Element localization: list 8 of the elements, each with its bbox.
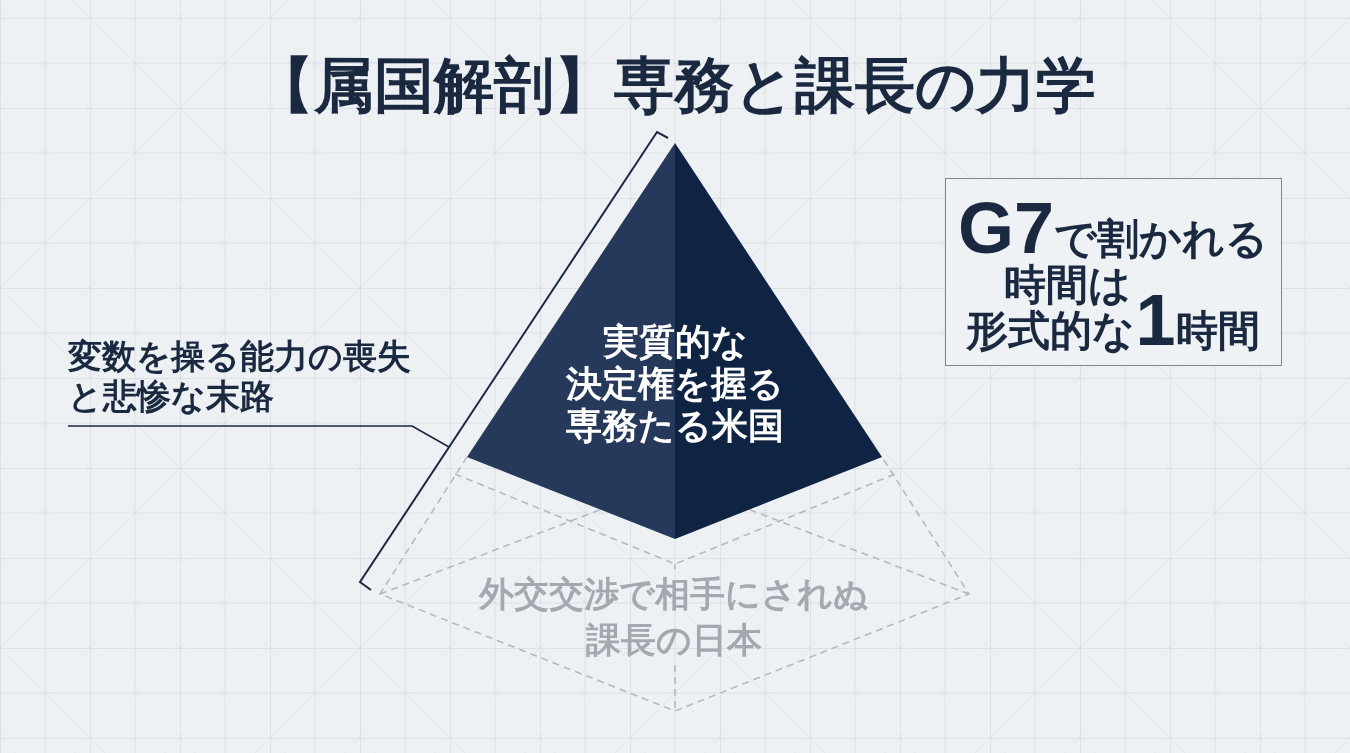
info-box bbox=[945, 178, 1282, 366]
pyramid-label: 実質的な決定権を握る専務たる米国 bbox=[566, 321, 784, 446]
annotation-text: 変数を操る能力の喪失と悲惨な末路 bbox=[68, 336, 416, 426]
pyramid-top bbox=[467, 141, 882, 539]
dashed-pyramid-base bbox=[378, 455, 971, 713]
leader-line bbox=[67, 425, 450, 448]
title: 【属国解剖】専務と課長の力学 bbox=[254, 51, 1096, 121]
base-label: 外交交渉で相手にされぬ課長の日本 bbox=[478, 573, 870, 661]
